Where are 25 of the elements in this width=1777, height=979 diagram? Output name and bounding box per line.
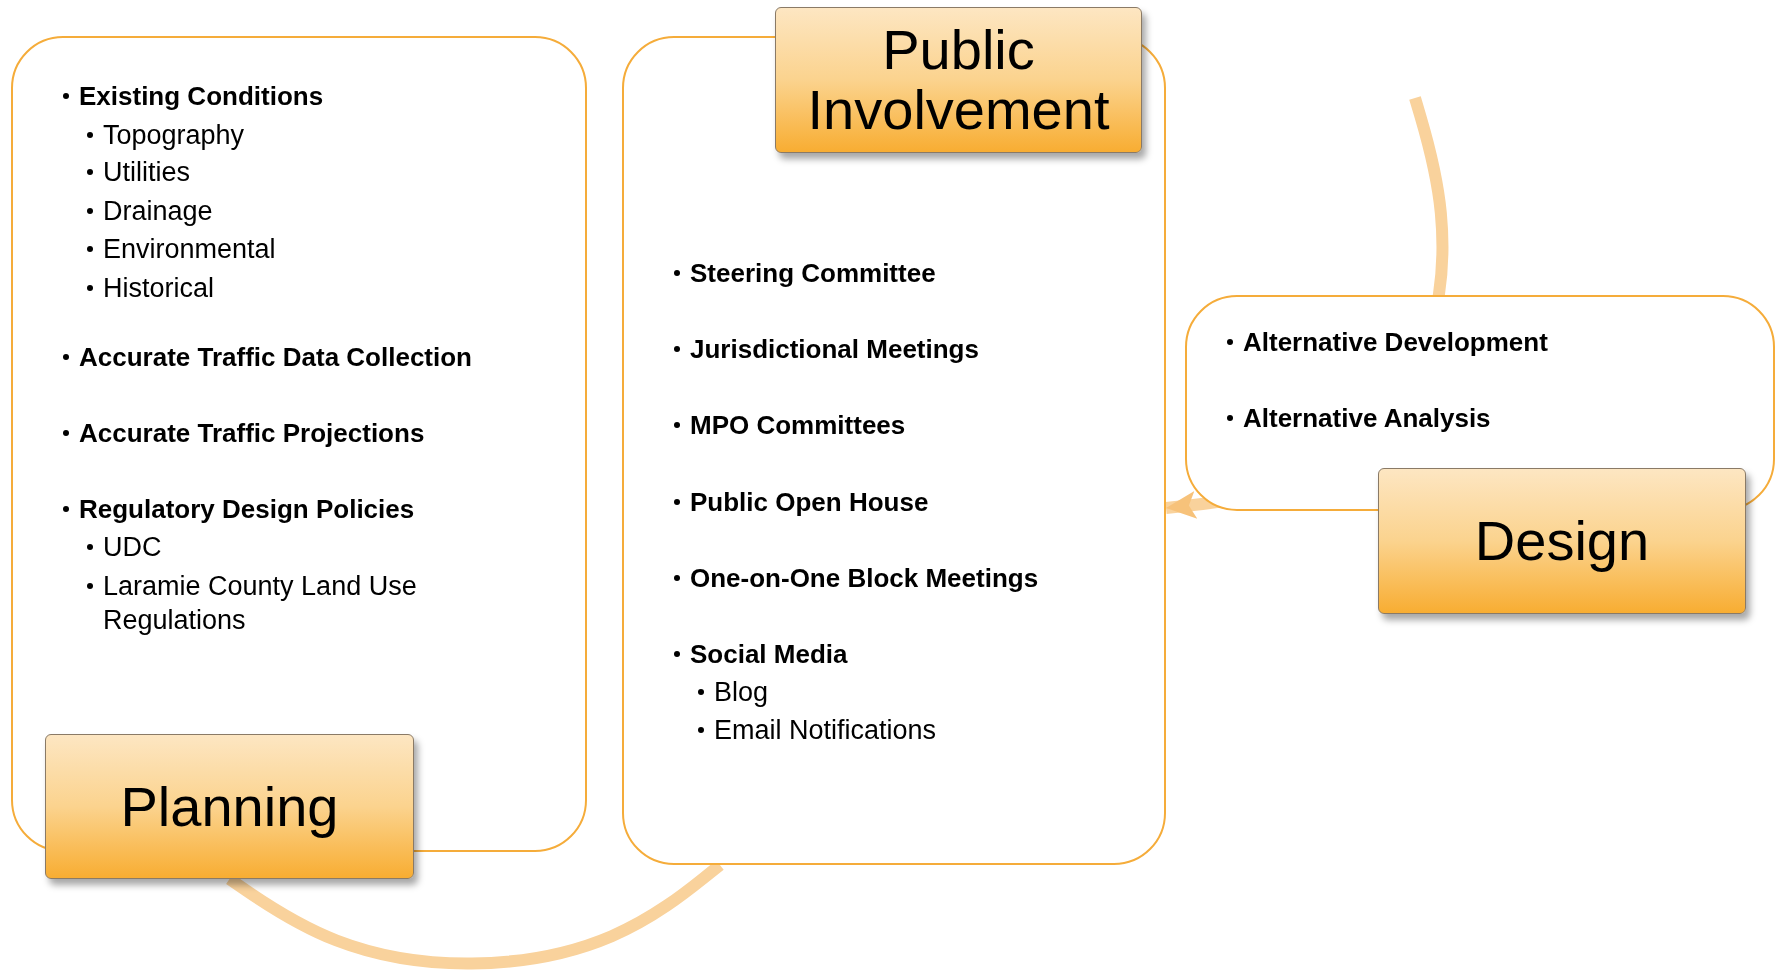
bullet-item: Laramie County Land Use Regulations xyxy=(103,570,418,637)
bullet-item: MPO Committees xyxy=(690,409,907,442)
bullet-item: One-on-One Block Meetings xyxy=(690,562,1040,595)
bullet-item: Jurisdictional Meetings xyxy=(690,333,980,366)
bullet-item: Social Media xyxy=(690,638,849,671)
bullet-item: Existing Conditions xyxy=(79,80,325,113)
bullet-item: Regulatory Design Policies xyxy=(79,493,416,526)
bullet-item: Blog xyxy=(714,676,770,709)
bullet-item: Accurate Traffic Projections xyxy=(79,417,426,450)
rounded-panel xyxy=(11,36,587,852)
title-box: Public Involvement xyxy=(775,7,1142,153)
title-box: Planning xyxy=(45,734,414,879)
bullet-item: Alternative Analysis xyxy=(1243,402,1492,435)
bullet-item: Topography xyxy=(103,119,246,152)
bullet-item: Steering Committee xyxy=(690,257,937,290)
bullet-item: Environmental xyxy=(103,233,277,266)
bullet-item: Historical xyxy=(103,272,216,305)
bullet-item: UDC xyxy=(103,531,163,564)
bullet-item: Accurate Traffic Data Collection xyxy=(79,341,473,374)
bullet-item: Drainage xyxy=(103,195,214,228)
bullet-item: Utilities xyxy=(103,156,191,189)
bullet-item: Email Notifications xyxy=(714,714,938,747)
bullet-item: Alternative Development xyxy=(1243,326,1549,359)
title-box: Design xyxy=(1378,468,1746,614)
bullet-item: Public Open House xyxy=(690,486,930,519)
